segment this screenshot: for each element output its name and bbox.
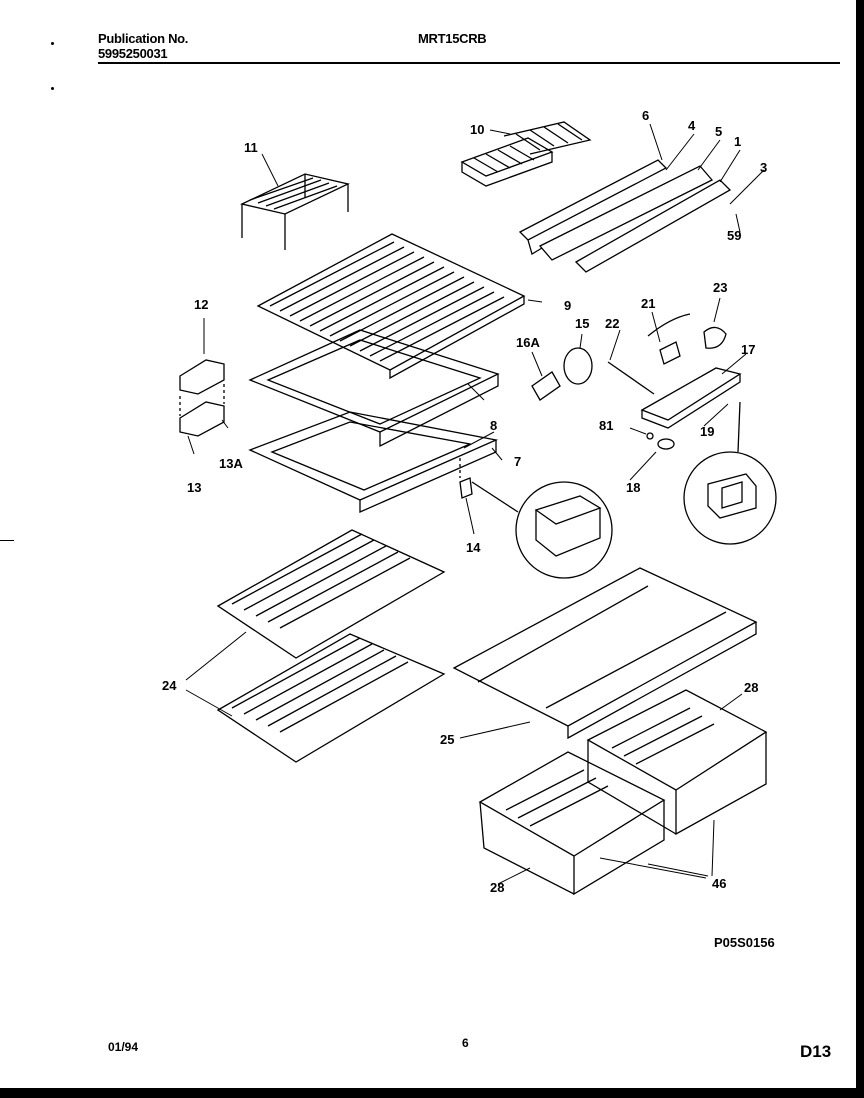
callout-label: 11 bbox=[244, 140, 258, 155]
margin-dot bbox=[51, 87, 54, 90]
switch-part bbox=[459, 458, 613, 579]
light-switch-detail bbox=[683, 401, 777, 545]
figure-code: P05S0156 bbox=[714, 935, 775, 950]
shelf-frame-part bbox=[248, 329, 500, 448]
callout-label: 81 bbox=[599, 418, 613, 433]
freezer-shelf-part bbox=[256, 233, 526, 380]
page-border-bottom bbox=[0, 1088, 864, 1098]
leader-lines bbox=[185, 123, 765, 885]
section-code: D13 bbox=[800, 1042, 832, 1061]
bottom-panel-part bbox=[248, 411, 499, 513]
callout-label: 4 bbox=[688, 118, 696, 133]
wire-rack-part bbox=[240, 173, 350, 250]
callout-label: 18 bbox=[626, 480, 640, 495]
control-assembly-part bbox=[607, 313, 742, 429]
header-rule bbox=[98, 62, 840, 64]
callout-label: 13 bbox=[187, 480, 201, 495]
ice-trays-part bbox=[460, 121, 592, 187]
callout-label: 3 bbox=[760, 160, 767, 175]
callout-label: 21 bbox=[641, 296, 655, 311]
wire-shelf-upper-part bbox=[216, 529, 446, 659]
crisper-cover-part bbox=[452, 567, 758, 740]
callout-label: 9 bbox=[564, 298, 571, 313]
model-number: MRT15CRB bbox=[418, 31, 487, 46]
callout-label: 15 bbox=[575, 316, 589, 331]
callout-label: 10 bbox=[470, 122, 484, 137]
callout-label: 8 bbox=[490, 418, 497, 433]
footer-date: 01/94 bbox=[108, 1040, 139, 1054]
callout-label: 7 bbox=[514, 454, 521, 469]
control-knob-part bbox=[646, 432, 675, 450]
callout-label: 14 bbox=[466, 540, 481, 555]
callout-label: 28 bbox=[744, 680, 758, 695]
door-bin-part bbox=[179, 359, 225, 437]
page-number: 6 bbox=[462, 1036, 469, 1050]
callout-label: 5 bbox=[715, 124, 722, 139]
callout-label: 17 bbox=[741, 342, 755, 357]
callout-label: 1 bbox=[734, 134, 741, 149]
crisper-drawer-left-part bbox=[478, 751, 666, 896]
callout-label: 24 bbox=[162, 678, 177, 693]
publication-label: Publication No. bbox=[98, 31, 189, 46]
lamp-part bbox=[531, 347, 593, 401]
callout-label: 28 bbox=[490, 880, 504, 895]
callout-label: 16A bbox=[516, 335, 540, 350]
callout-label: 12 bbox=[194, 297, 208, 312]
callout-label: 23 bbox=[713, 280, 727, 295]
callout-label: 25 bbox=[440, 732, 454, 747]
shelf-rails-part bbox=[518, 159, 732, 273]
callout-label: 6 bbox=[642, 108, 649, 123]
callout-label: 46 bbox=[712, 876, 726, 891]
callout-label: 19 bbox=[700, 424, 714, 439]
margin-dot bbox=[51, 42, 54, 45]
margin-tick bbox=[0, 540, 14, 541]
callout-label: 13A bbox=[219, 456, 243, 471]
publication-number: 5995250031 bbox=[98, 46, 168, 61]
callout-label: 22 bbox=[605, 316, 619, 331]
page-border-right bbox=[856, 0, 864, 1098]
callout-label: 59 bbox=[727, 228, 741, 243]
wire-shelf-lower-part bbox=[216, 633, 446, 763]
